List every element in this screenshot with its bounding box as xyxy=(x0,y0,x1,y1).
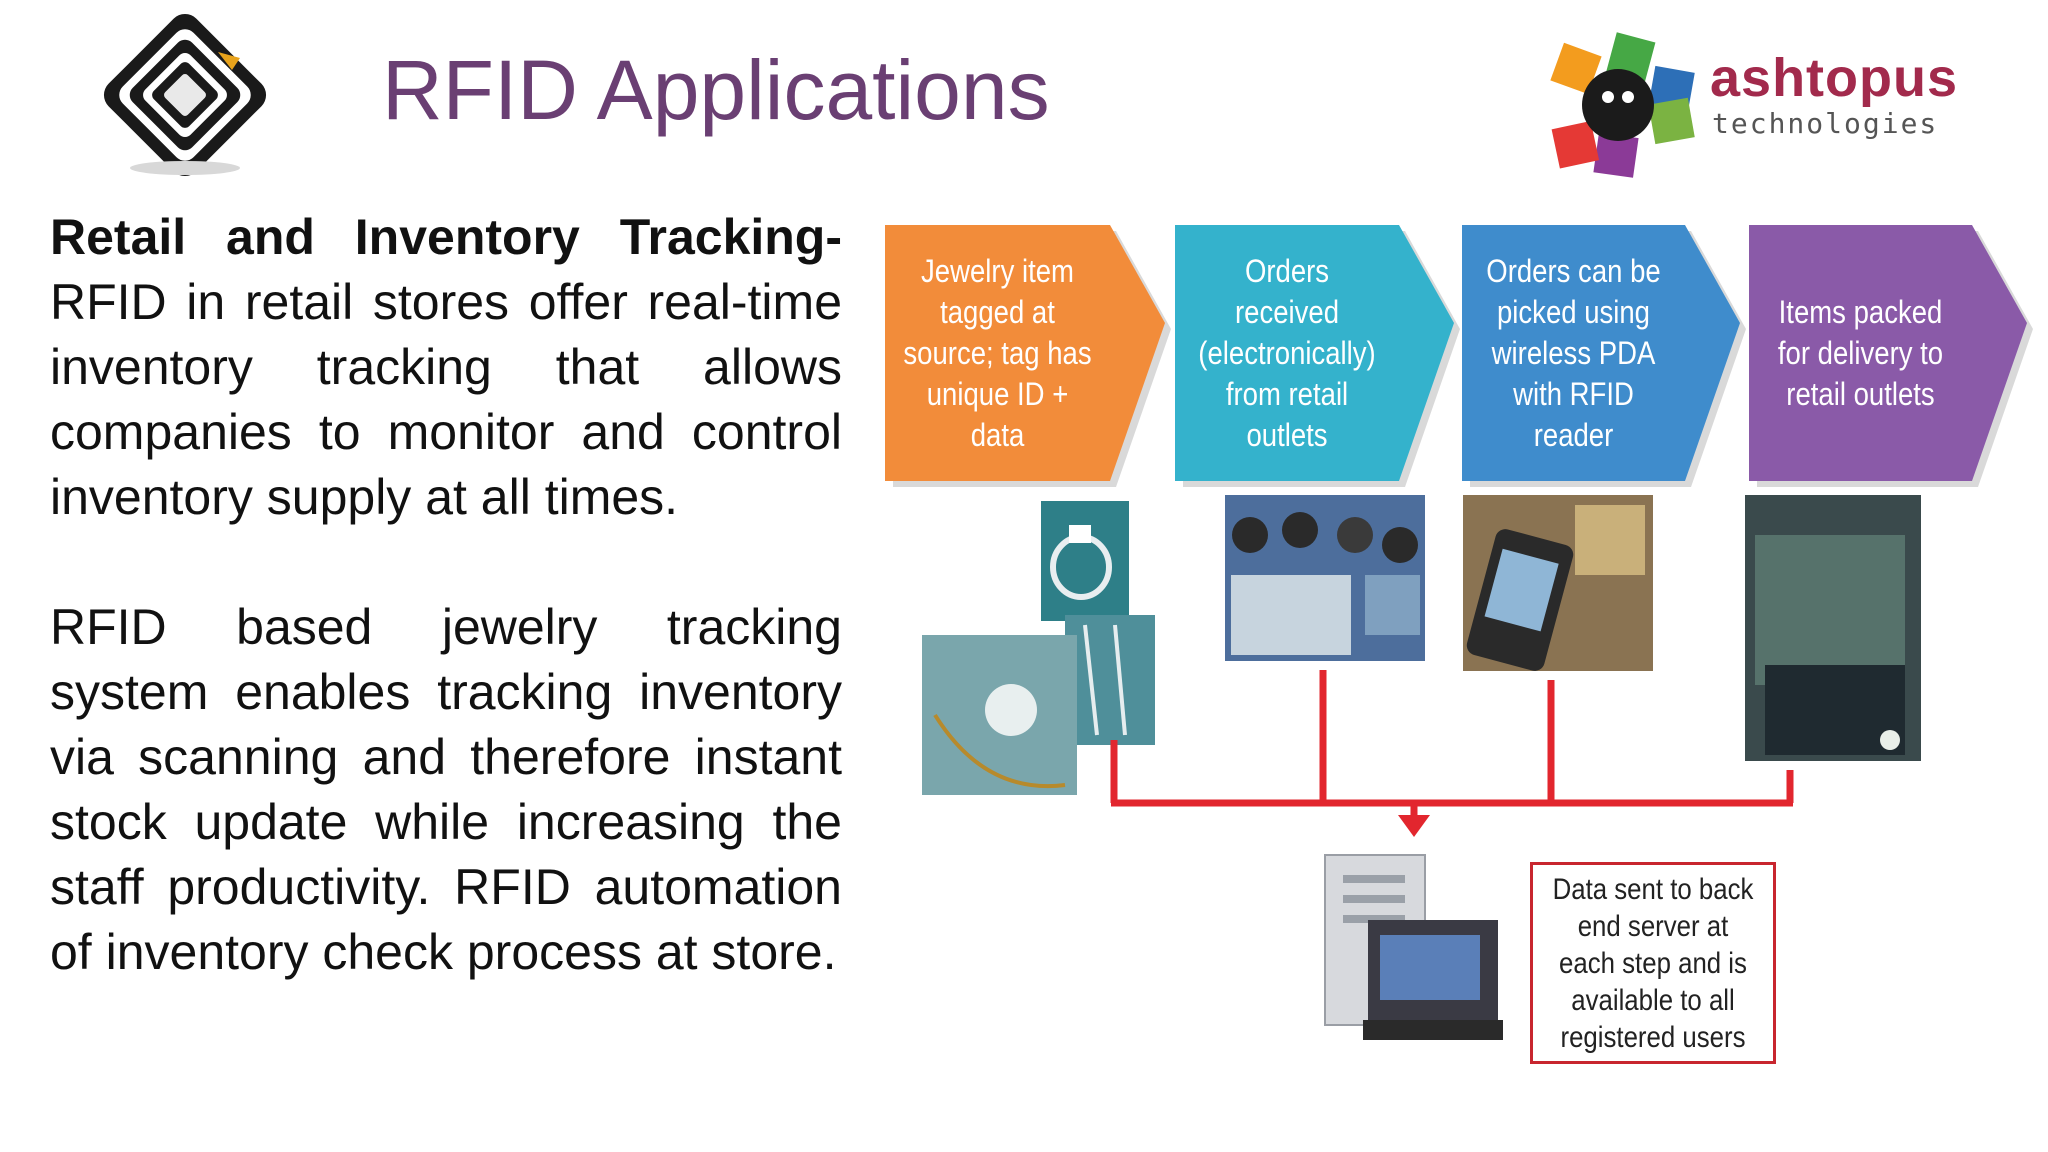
step-4-label: Items packed for delivery to retail outl… xyxy=(1777,293,1944,412)
server-laptop-photo xyxy=(1324,854,1503,1040)
jewelry-photo xyxy=(922,501,1155,795)
delivery-truck-photo xyxy=(1745,495,1921,761)
paragraph-retail-tracking: Retail and Inventory Tracking- RFID in r… xyxy=(50,205,842,530)
step-1-label: Jewelry item tagged at source; tag has u… xyxy=(903,252,1092,453)
step-2-arrow xyxy=(1175,225,1454,481)
brand-subtitle: technologies xyxy=(1712,107,1939,140)
rfid-process-diagram: Jewelry item tagged at source; tag has u… xyxy=(885,195,2048,1152)
pda-reader-photo xyxy=(1463,495,1653,671)
body-text: Retail and Inventory Tracking- RFID in r… xyxy=(50,205,842,985)
diagram-graphics xyxy=(885,225,2033,1040)
brand-name: ashtopus xyxy=(1710,48,1959,108)
rfid-tag-logo xyxy=(103,13,267,177)
call-center-photo xyxy=(1225,495,1425,661)
server-note-text: Data sent to back end server at each ste… xyxy=(1552,872,1754,1054)
ashtopus-logo-icon xyxy=(1550,32,1695,178)
step-3-label: Orders can be picked using wireless PDA … xyxy=(1486,252,1661,453)
section-heading: Retail and Inventory Tracking- xyxy=(50,209,842,265)
server-note-box: Data sent to back end server at each ste… xyxy=(1530,862,1776,1064)
step-1-arrow xyxy=(885,225,1165,481)
slide-title: RFID Applications xyxy=(382,43,1050,137)
step-3-arrow xyxy=(1462,225,1740,481)
paragraph-1-text: RFID in retail stores offer real-time in… xyxy=(50,274,842,525)
step-4-arrow xyxy=(1749,225,2027,481)
step-2-label: Orders received (electronically) from re… xyxy=(1198,252,1376,453)
paragraph-jewelry-tracking: RFID based jewelry tracking system enabl… xyxy=(50,599,842,980)
